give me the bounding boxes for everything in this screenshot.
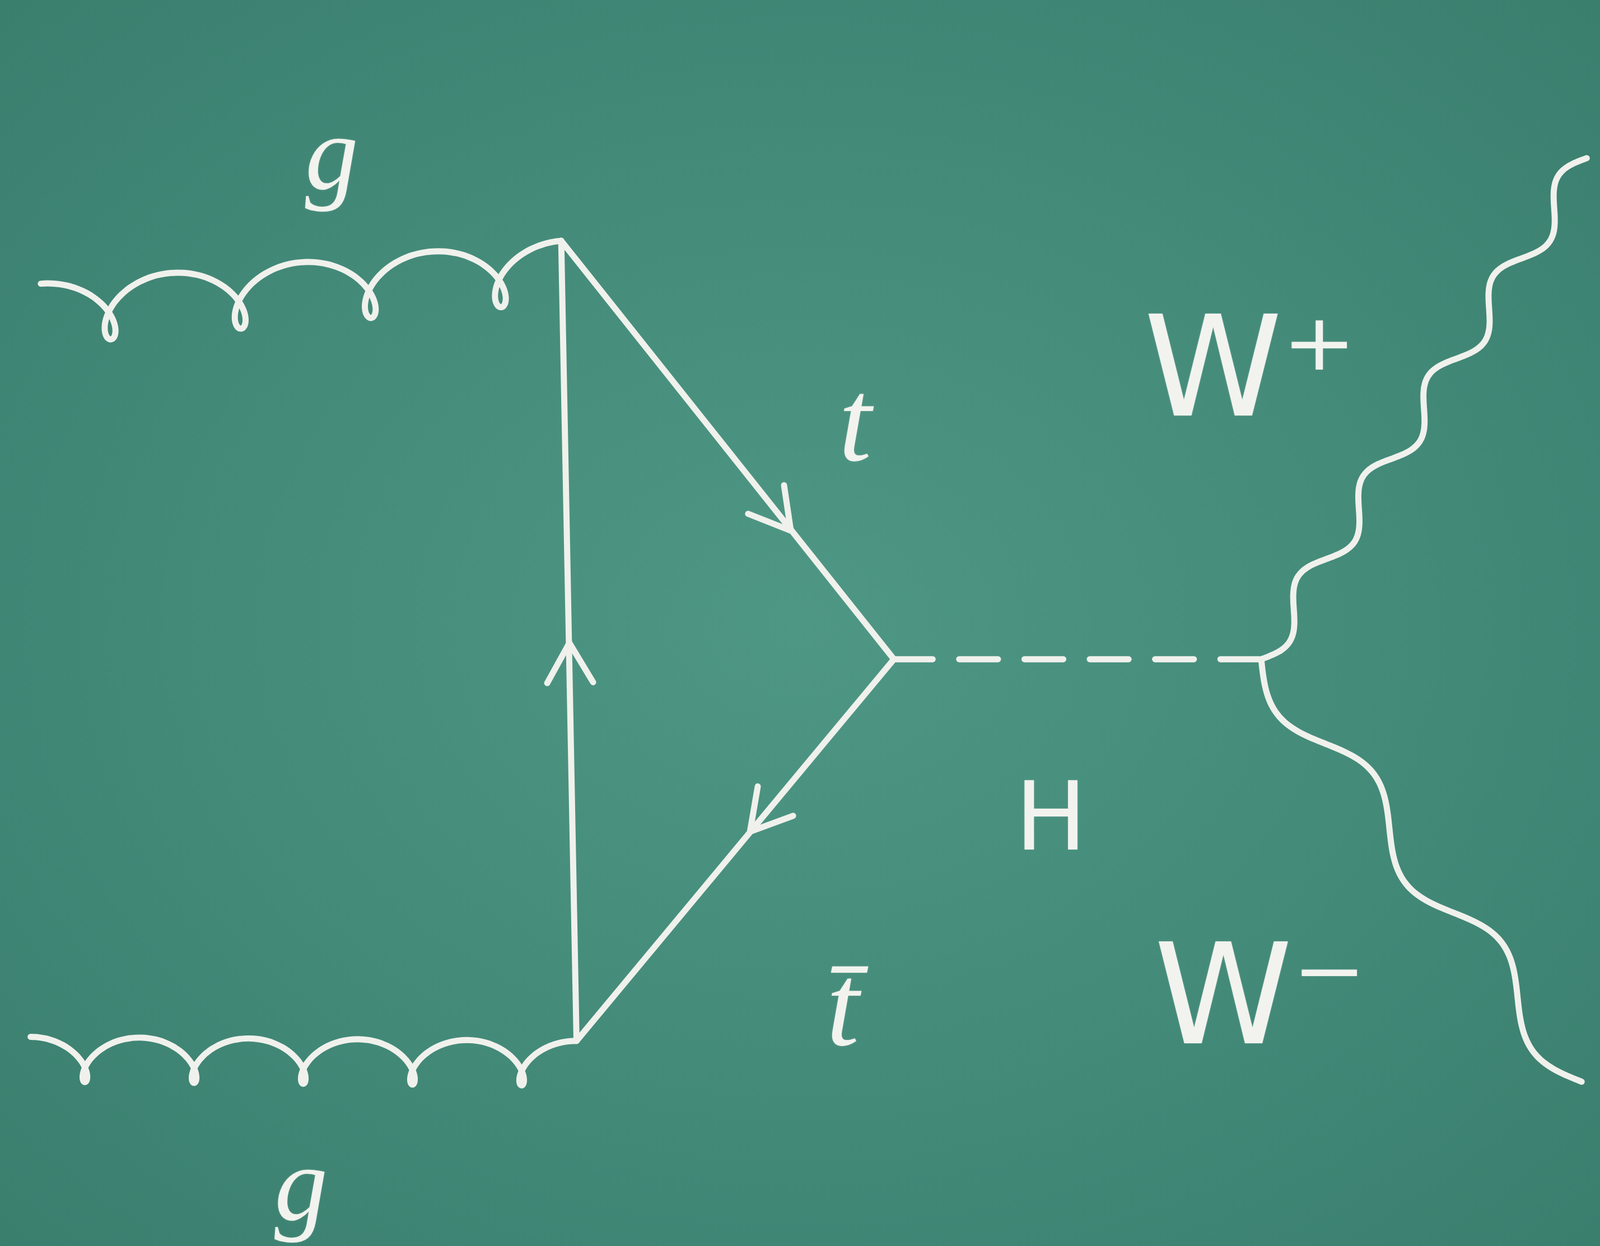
gluon-line xyxy=(30,1036,577,1086)
gluon-line xyxy=(40,240,562,340)
fermion-arrow xyxy=(749,786,793,832)
particle-label: t̄ xyxy=(826,946,860,1065)
fermion-arrow xyxy=(547,642,594,684)
fermion-line xyxy=(561,240,894,660)
fermion-arrow xyxy=(748,484,791,531)
particle-label: H xyxy=(1015,768,1088,865)
particle-label: g xyxy=(274,1130,328,1238)
particle-label: g xyxy=(305,99,359,207)
particle-label: t xyxy=(838,361,872,480)
particle-label: W⁺ xyxy=(1143,297,1356,438)
particle-label: W⁻ xyxy=(1154,925,1367,1066)
higgs-line xyxy=(893,656,1262,663)
